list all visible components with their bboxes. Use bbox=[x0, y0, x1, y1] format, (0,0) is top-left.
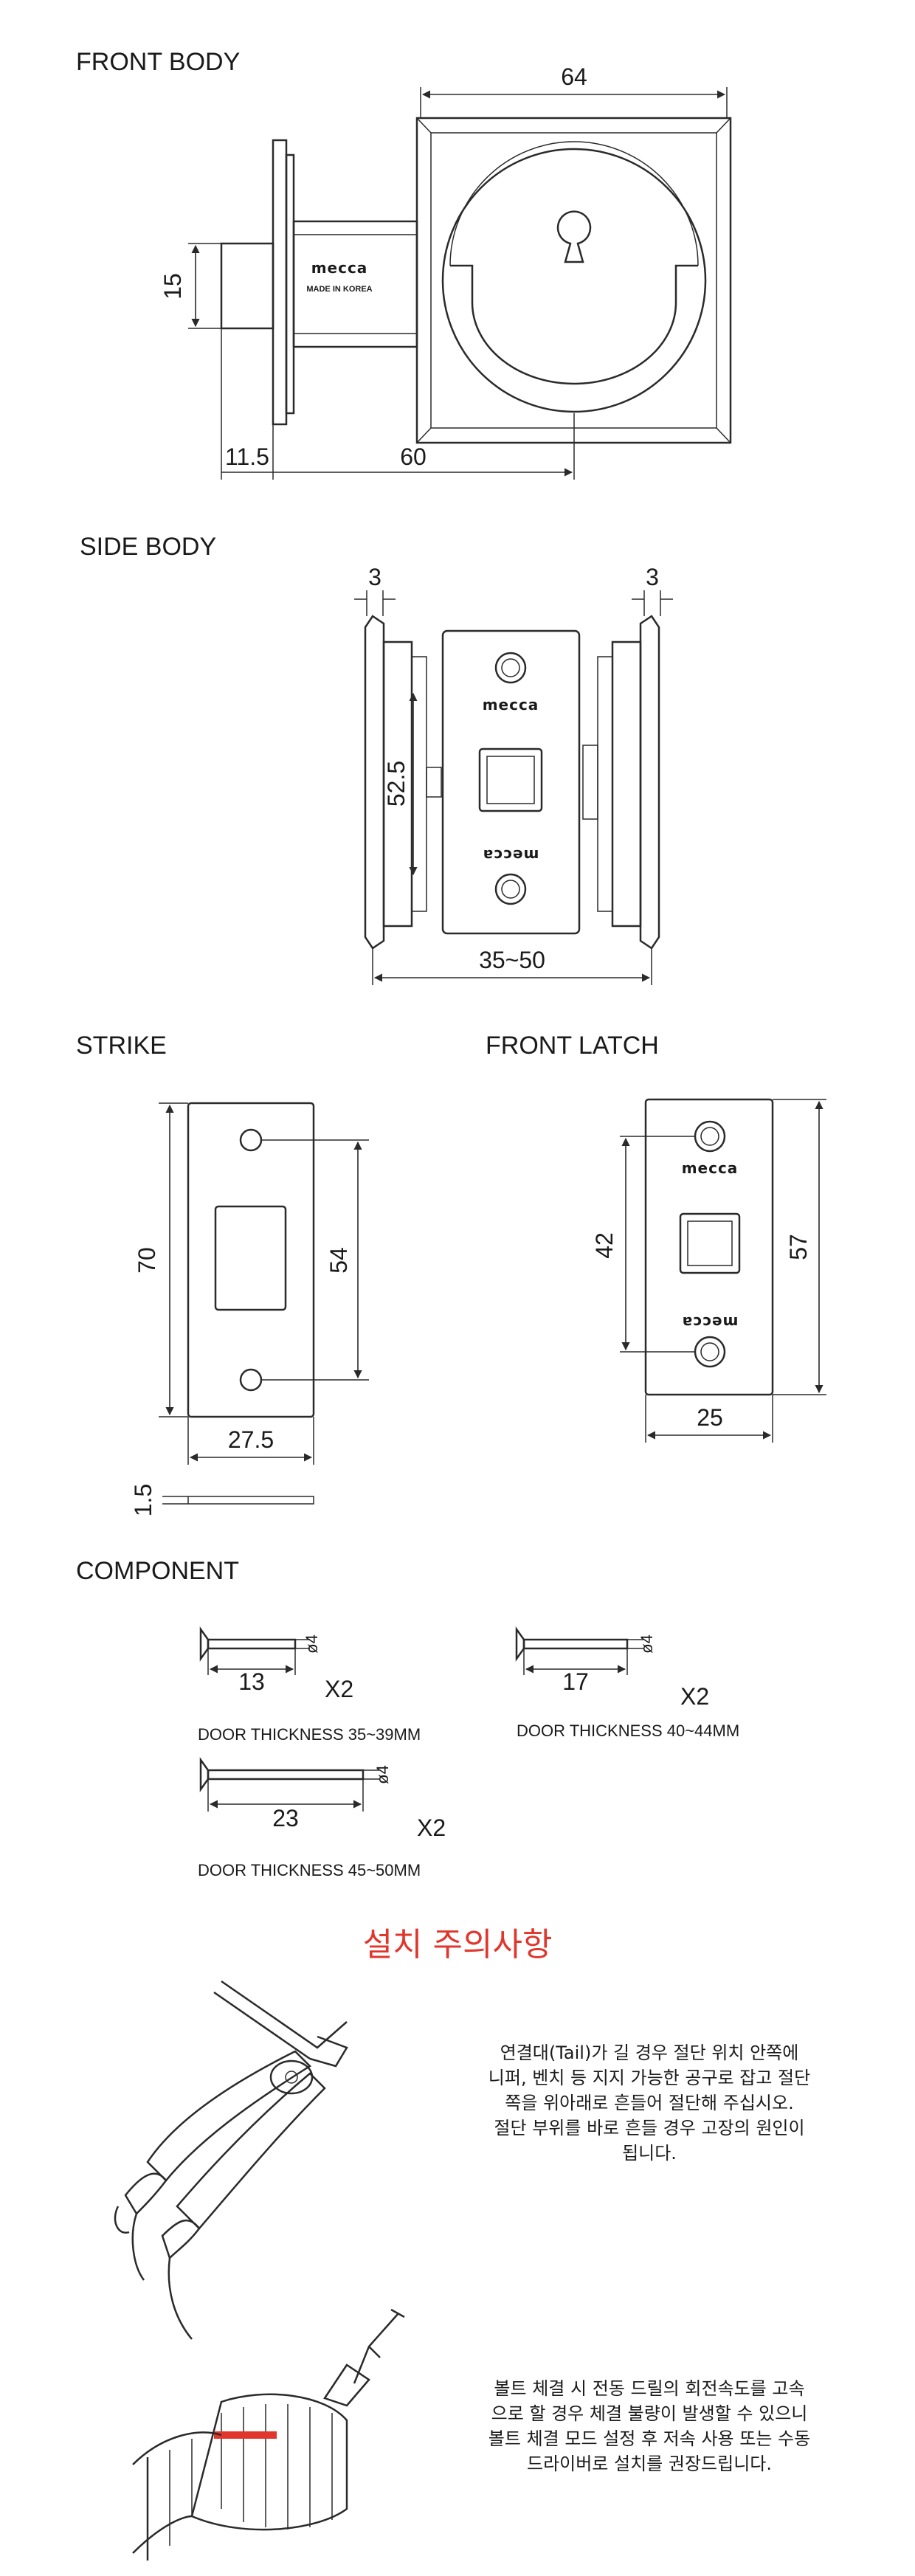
screw-door-thickness: DOOR THICKNESS 35~39MM bbox=[198, 1725, 421, 1744]
note1-line2: 니퍼, 벤치 등 지지 가능한 공구로 잡고 절단 bbox=[488, 2068, 810, 2088]
latch-square bbox=[478, 747, 543, 812]
screw-length: 17 bbox=[562, 1668, 589, 1695]
side-body-section: SIDE BODY 3 3 mecca mecca 52.5 bbox=[80, 533, 673, 985]
dim-latch-42: 42 bbox=[591, 1232, 618, 1259]
front-body-title: FRONT BODY bbox=[76, 48, 240, 76]
dim-strike-27-5: 27.5 bbox=[228, 1426, 274, 1453]
dim-range-35-50: 35~50 bbox=[479, 947, 545, 973]
latch-face-plate bbox=[644, 1098, 774, 1396]
latch-square bbox=[679, 1212, 741, 1274]
strike-opening bbox=[214, 1205, 287, 1311]
side-right-plate bbox=[639, 615, 660, 950]
dim-width-64: 64 bbox=[561, 63, 587, 90]
note2-line3: 볼트 체결 모드 설정 후 저속 사용 또는 수동 bbox=[488, 2428, 810, 2449]
latch-brand-bottom: mecca bbox=[682, 1313, 739, 1331]
torque-band bbox=[214, 2431, 277, 2439]
note1-line4: 절단 부위를 바로 흔들 경우 고장의 원인이 bbox=[494, 2118, 804, 2138]
drill-chuck bbox=[190, 2393, 348, 2531]
side-brand-top: mecca bbox=[483, 696, 539, 714]
note1-line3: 쪽을 위아래로 흔들어 절단해 주십시오. bbox=[505, 2093, 793, 2113]
dim-backset-60: 60 bbox=[400, 443, 427, 470]
side-left-plate bbox=[364, 615, 385, 950]
strike-edge-view bbox=[187, 1496, 314, 1505]
pliers-illustration bbox=[114, 1980, 348, 2340]
screw-diameter: ø4 bbox=[638, 1634, 656, 1654]
dim-height-52-5: 52.5 bbox=[383, 761, 410, 807]
screw-hole-icon bbox=[239, 1368, 263, 1392]
screw-diameter: ø4 bbox=[373, 1765, 392, 1784]
note1-line5: 됩니다. bbox=[622, 2143, 677, 2164]
screw-17mm: 17 ø4 X2 DOOR THICKNESS 40~44MM bbox=[515, 1626, 739, 1740]
dim-strike-70: 70 bbox=[134, 1247, 160, 1274]
note1-line1: 연결대(Tail)가 길 경우 절단 위치 안쪽에 bbox=[500, 2043, 799, 2063]
screw-qty: X2 bbox=[680, 1683, 709, 1710]
note2-line2: 으로 할 경우 체결 불량이 발생할 수 있으니 bbox=[491, 2403, 808, 2424]
front-latch-title: FRONT LATCH bbox=[486, 1032, 659, 1060]
dim-right-3: 3 bbox=[646, 564, 659, 590]
dim-height-15: 15 bbox=[159, 273, 186, 300]
face-plate bbox=[272, 139, 288, 426]
caution-title: 설치 주의사항 bbox=[363, 1926, 553, 1964]
dim-left-3: 3 bbox=[368, 564, 381, 590]
front-latch-section: FRONT LATCH mecca mecca 42 57 25 bbox=[486, 1032, 826, 1443]
strike-section: STRIKE 70 54 27.5 1.5 bbox=[76, 1032, 369, 1516]
screw-hole-icon bbox=[494, 873, 527, 905]
component-title: COMPONENT bbox=[76, 1557, 239, 1585]
drill-illustration bbox=[132, 2308, 405, 2561]
front-made-in: MADE IN KOREA bbox=[306, 285, 372, 294]
handle-ring bbox=[441, 148, 707, 413]
screw-shank bbox=[207, 1769, 365, 1781]
note2-line1: 볼트 체결 시 전동 드릴의 회전속도를 고속 bbox=[494, 2378, 804, 2399]
screw-hole-icon bbox=[494, 652, 527, 684]
screw-13mm: 13 ø4 X2 DOOR THICKNESS 35~39MM bbox=[198, 1626, 421, 1744]
screw-hole-icon bbox=[694, 1336, 726, 1368]
screw-shank bbox=[207, 1638, 297, 1650]
screw-diameter: ø4 bbox=[303, 1634, 321, 1654]
screw-hole-icon bbox=[239, 1128, 263, 1152]
side-latch-plate bbox=[441, 629, 581, 935]
caution-section: 설치 주의사항 연결대(Tail)가 길 경우 절단 위치 안쪽에 니퍼, 벤치… bbox=[114, 1926, 810, 2561]
strike-title: STRIKE bbox=[76, 1032, 167, 1060]
note2-line4: 드라이버로 설치를 권장드립니다. bbox=[527, 2454, 772, 2474]
screw-head bbox=[199, 1757, 210, 1792]
screw-qty: X2 bbox=[325, 1676, 353, 1702]
side-body-title: SIDE BODY bbox=[80, 533, 216, 561]
screw-door-thickness: DOOR THICKNESS 45~50MM bbox=[198, 1861, 421, 1879]
screw-hole-icon bbox=[694, 1120, 726, 1153]
dim-strike-54: 54 bbox=[325, 1247, 352, 1274]
dim-latch-25: 25 bbox=[697, 1404, 723, 1431]
front-plate bbox=[415, 117, 732, 444]
tail-tube bbox=[220, 242, 274, 330]
screw-qty: X2 bbox=[417, 1814, 446, 1841]
screw-length: 13 bbox=[238, 1668, 265, 1695]
keyhole-icon bbox=[556, 210, 592, 263]
screw-door-thickness: DOOR THICKNESS 40~44MM bbox=[517, 1722, 739, 1740]
component-section: COMPONENT 13 ø4 X2 DOOR THICKNESS 35~39M… bbox=[76, 1557, 739, 1879]
screw-shank bbox=[522, 1638, 629, 1650]
dim-offset-11-5: 11.5 bbox=[225, 443, 269, 470]
spindle-housing bbox=[292, 220, 418, 348]
screw-length: 23 bbox=[272, 1805, 299, 1831]
front-brand: mecca bbox=[311, 259, 368, 277]
screw-23mm: 23 ø4 X2 DOOR THICKNESS 45~50MM bbox=[198, 1757, 446, 1879]
screw-head bbox=[199, 1626, 210, 1662]
latch-brand-top: mecca bbox=[682, 1159, 739, 1177]
side-brand-bottom: mecca bbox=[483, 846, 539, 864]
screw-head bbox=[515, 1626, 525, 1662]
strike-plate bbox=[187, 1102, 315, 1418]
dim-latch-57: 57 bbox=[785, 1234, 812, 1260]
front-body-section: FRONT BODY 64 mecca MADE IN KOREA bbox=[76, 48, 732, 480]
finger-cup bbox=[450, 264, 698, 385]
dim-strike-1-5: 1.5 bbox=[130, 1484, 156, 1516]
